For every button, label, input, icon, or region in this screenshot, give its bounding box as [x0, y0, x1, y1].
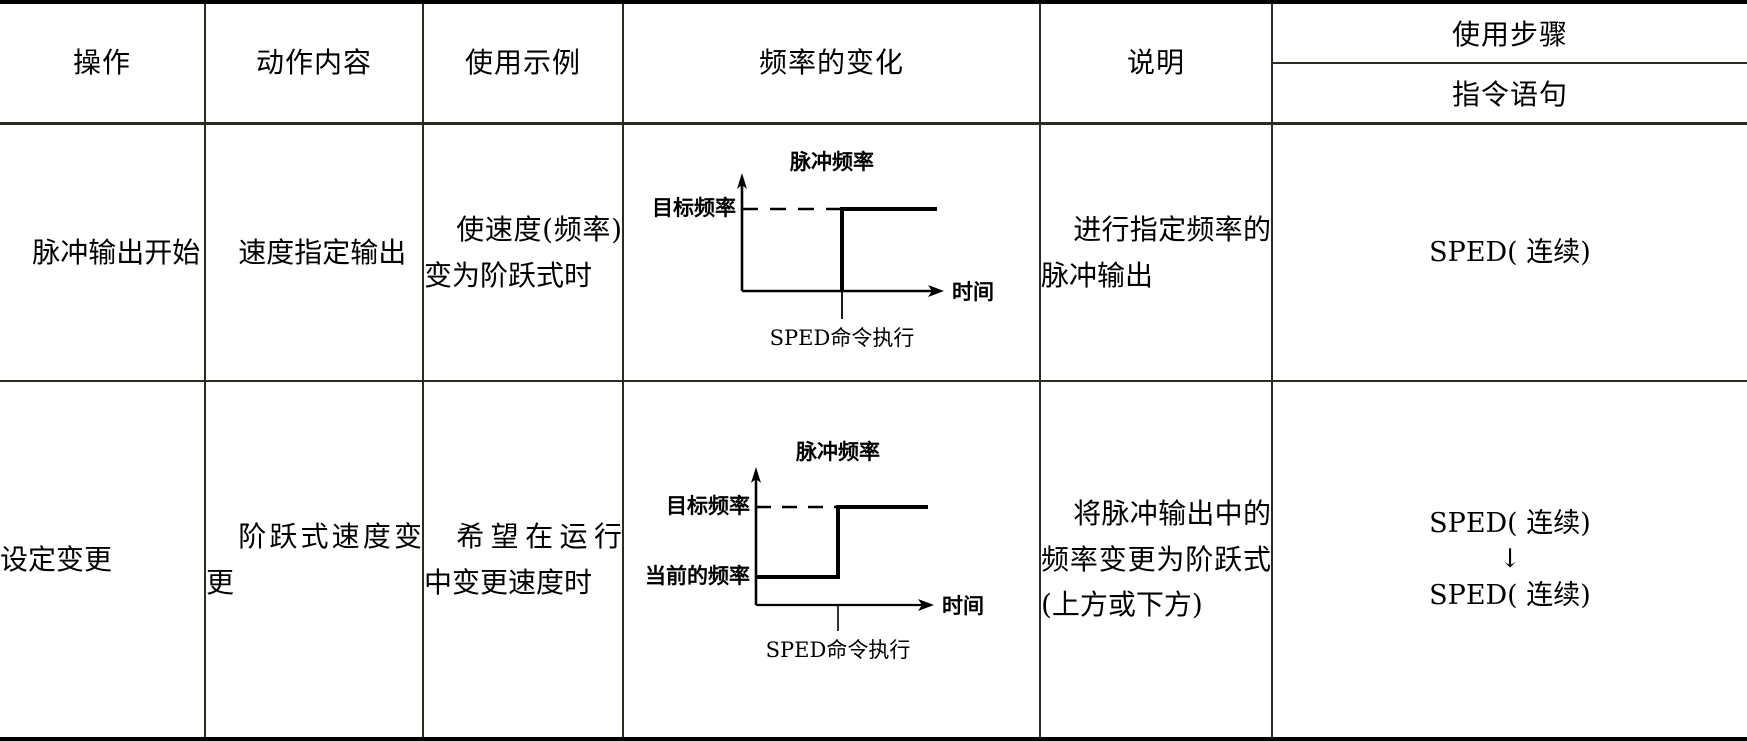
cell-operation: 设定变更	[0, 380, 206, 739]
header-usage-steps-title: 使用步骤	[1273, 4, 1747, 64]
frequency-chart-1: 脉冲频率 目标频率	[624, 133, 1039, 373]
chart-y-axis-arrowhead	[736, 172, 747, 189]
chart-svg-row1: 脉冲频率 目标频率	[652, 149, 994, 350]
header-operation: 操作	[0, 2, 206, 125]
chart-title: 脉冲频率	[789, 149, 874, 174]
chart-event-label: SPED命令执行	[769, 326, 914, 350]
cell-action: 阶跃式速度变更	[204, 380, 424, 739]
chart-xlabel: 时间	[942, 593, 984, 618]
cell-instruction-line-2: SPED( 连续)	[1429, 579, 1591, 611]
header-description: 说明	[1039, 2, 1273, 125]
cell-description: 进行指定频率的脉冲输出	[1039, 122, 1273, 382]
cell-operation: 脉冲输出开始	[0, 122, 206, 382]
header-instruction-statement: 指令语句	[1451, 78, 1568, 111]
cell-action: 速度指定输出	[204, 122, 424, 382]
chart-ylabel-bottom: 当前的频率	[645, 563, 750, 588]
cell-description-text: 将脉冲输出中的频率变更为阶跃式(上方或下方)	[1041, 497, 1271, 622]
chart-ylabel-top: 目标频率	[652, 195, 736, 220]
chart-ylabel-top: 目标频率	[666, 493, 750, 518]
header-action: 动作内容	[204, 2, 424, 125]
down-arrow-icon: ↓	[1499, 544, 1521, 575]
cell-instruction-line-1: SPED( 连续)	[1429, 236, 1591, 268]
cell-description-text: 进行指定频率的脉冲输出	[1041, 213, 1271, 292]
cell-instruction: SPED( 连续)	[1271, 122, 1747, 382]
header-frequency-change: 频率的变化	[622, 2, 1041, 125]
cell-example-text: 使速度(频率)变为阶跃式时	[424, 213, 622, 292]
chart-title: 脉冲频率	[795, 439, 880, 464]
frequency-chart-2: 脉冲频率 目标频率 当前的频率	[624, 425, 1039, 695]
chart-event-label: SPED命令执行	[765, 638, 910, 662]
chart-svg-row2: 脉冲频率 目标频率 当前的频率	[645, 439, 984, 662]
cell-example: 希望在运行中变更速度时	[422, 380, 624, 739]
cell-action-text: 阶跃式速度变更	[206, 520, 422, 599]
cell-instruction: SPED( 连续) ↓ SPED( 连续)	[1271, 380, 1747, 739]
cell-example-text: 希望在运行中变更速度时	[424, 520, 622, 599]
header-example: 使用示例	[422, 2, 624, 125]
header-usage-steps: 使用步骤 指令语句	[1271, 2, 1747, 125]
cell-action-text: 速度指定输出	[238, 235, 407, 269]
chart-x-axis-arrowhead	[927, 284, 944, 297]
cell-operation-text: 脉冲输出开始	[32, 235, 201, 269]
header-usage-steps-stack: 使用步骤 指令语句	[1273, 4, 1747, 122]
chart-xlabel: 时间	[952, 279, 994, 304]
chart-x-axis-arrowhead	[917, 598, 934, 611]
cell-frequency-chart: 脉冲频率 目标频率 当前的频率	[622, 380, 1041, 739]
chart-step-waveform	[755, 504, 928, 579]
chart-step-waveform	[839, 206, 937, 291]
cell-example: 使速度(频率)变为阶跃式时	[422, 122, 624, 382]
table-row: 设定变更 阶跃式速度变更 希望在运行中变更速度时 脉冲频率 目标频率 当前的频率	[0, 380, 1747, 739]
cell-frequency-chart: 脉冲频率 目标频率	[622, 122, 1041, 382]
cell-operation-text: 设定变更	[0, 542, 113, 576]
table-header-row: 操作 动作内容 使用示例 频率的变化 说明 使用步骤 指令语句	[0, 2, 1747, 125]
table-row: 脉冲输出开始 速度指定输出 使速度(频率)变为阶跃式时 脉冲频率 目标频率	[0, 122, 1747, 382]
cell-instruction-line-1: SPED( 连续)	[1429, 508, 1591, 540]
cell-description: 将脉冲输出中的频率变更为阶跃式(上方或下方)	[1039, 380, 1273, 739]
chart-y-axis-arrowhead	[750, 466, 761, 483]
